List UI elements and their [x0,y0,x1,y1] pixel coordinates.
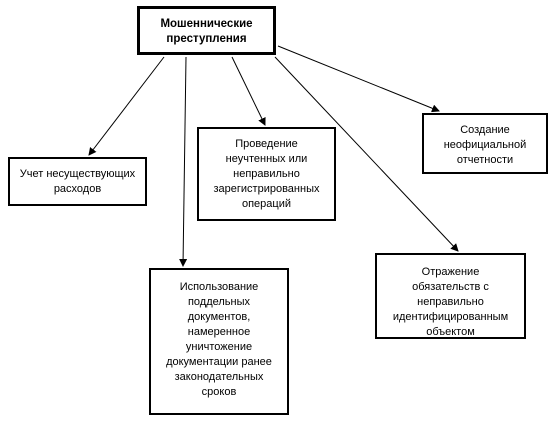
node-nonexistent-expenses: Учет несуществующих расходов [8,157,147,206]
root-node-fraud-crimes: Мошеннические преступления [137,6,276,55]
node-forged-documents: Использование поддельных документов, нам… [149,268,289,415]
node-unrecorded-operations: Проведение неучтенных или неправильно за… [197,127,336,221]
node-misidentified-obligations: Отражение обязательств с неправильно иде… [375,253,526,339]
edge-root-to-n3 [277,45,440,113]
edge-root-to-n1 [88,56,165,156]
edge-root-to-n2 [231,56,266,126]
edge-root-to-n5 [274,56,459,252]
edge-root-to-n4 [179,56,188,267]
node-unofficial-reporting: Создание неофициальной отчетности [422,113,548,174]
